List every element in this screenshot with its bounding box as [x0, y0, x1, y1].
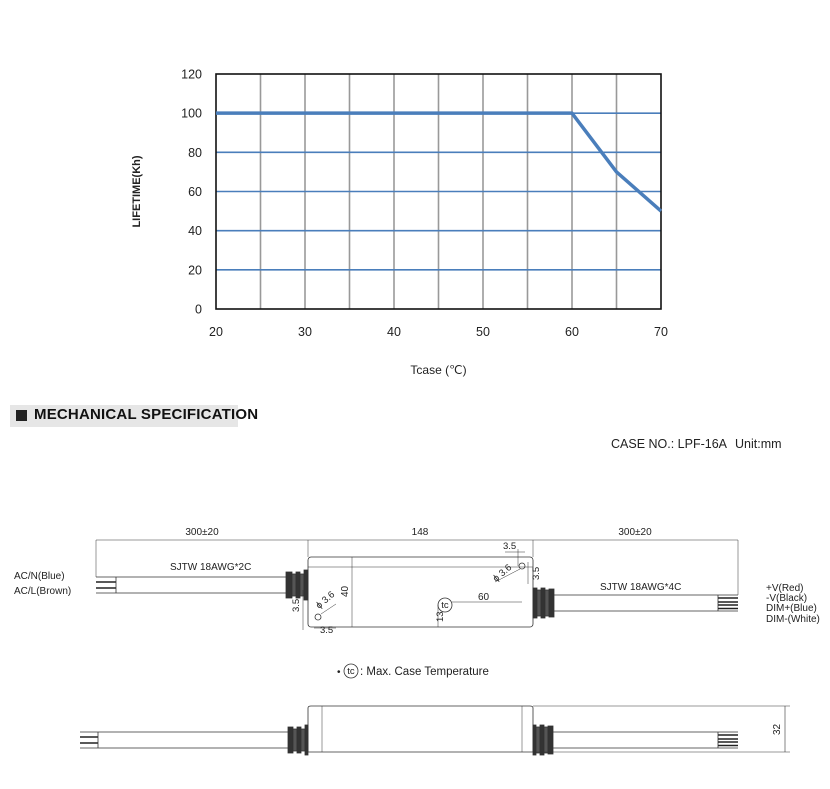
- mount-hole-bottom: [314, 613, 322, 621]
- y-axis-label: LIFETIME(Kh): [131, 155, 143, 227]
- right-wire-label-3: DIM+(Blue): [766, 603, 817, 614]
- chart-axes: [215, 73, 662, 310]
- hole-bottom-leader: [320, 603, 337, 615]
- y-tick-label: 120: [181, 68, 202, 82]
- y-tick-label: 0: [195, 303, 202, 317]
- y-tick-label: 20: [188, 263, 202, 277]
- left-strain-relief: [285, 569, 309, 601]
- section-bullet-icon: [16, 410, 27, 421]
- right-wire-label-1: +V(Red): [766, 583, 804, 594]
- x-tick-label: 40: [387, 325, 401, 339]
- dim-tc-offset-x: 60: [478, 592, 490, 603]
- dim-35-bottom: 3.5: [320, 625, 333, 636]
- right-strain-relief: [532, 587, 555, 619]
- dim-right-cable: 300±20: [618, 527, 652, 538]
- x-tick-label: 70: [654, 325, 668, 339]
- mount-hole-top: [518, 562, 526, 570]
- right-cable-label: SJTW 18AWG*4C: [600, 582, 681, 593]
- legend-tc-icon: [343, 663, 359, 679]
- unit-label: Unit:mm: [735, 437, 782, 451]
- y-tick-label: 40: [188, 224, 202, 238]
- tc-symbol-label: tc: [441, 600, 449, 611]
- dim-side-height: 32: [772, 723, 783, 735]
- right-wire-label-4: DIM-(White): [766, 614, 820, 625]
- dim-35-side-bottom: 3.5: [291, 599, 302, 612]
- side-left-strain-relief: [287, 724, 309, 756]
- y-tick-label: 80: [188, 146, 202, 160]
- dim-hole-bottom: ϕ 3.6: [314, 589, 337, 611]
- dim-height: 40: [340, 585, 351, 597]
- x-axis-label: Tcase (℃): [410, 363, 466, 377]
- case-number: CASE NO.: LPF-16A: [611, 437, 728, 451]
- dim-35-top: 3.5: [503, 541, 516, 552]
- left-wire-label-2: AC/L(Brown): [14, 586, 71, 597]
- dim-body-length: 148: [412, 527, 429, 538]
- hole-top-leader: [494, 568, 521, 583]
- side-right-strain-relief: [532, 724, 554, 756]
- legend-text: : Max. Case Temperature: [360, 666, 489, 678]
- section-title: MECHANICAL SPECIFICATION: [34, 406, 259, 423]
- left-cable-label: SJTW 18AWG*2C: [170, 562, 251, 573]
- left-wire-label-1: AC/N(Blue): [14, 571, 65, 582]
- plot-frame: [215, 73, 662, 310]
- side-view-body: [307, 705, 534, 753]
- series-line: [216, 111, 663, 213]
- section-header-bar: [10, 405, 238, 427]
- y-tick-label: 60: [188, 185, 202, 199]
- right-wire-label-2: -V(Black): [766, 593, 807, 604]
- legend-bullet: •: [337, 667, 341, 678]
- x-tick-label: 50: [476, 325, 490, 339]
- legend-tc-symbol: tc: [347, 666, 355, 677]
- x-tick-label: 20: [209, 325, 223, 339]
- y-tick-label: 100: [181, 107, 202, 121]
- dim-35-side-top: 3.5: [531, 567, 542, 580]
- dim-hole-top: ϕ 3.6: [491, 562, 514, 584]
- dim-tc-offset-y: 13: [435, 611, 446, 622]
- dim-left-cable: 300±20: [185, 527, 219, 538]
- x-tick-label: 60: [565, 325, 579, 339]
- x-tick-label: 30: [298, 325, 312, 339]
- chart-series: [216, 111, 663, 213]
